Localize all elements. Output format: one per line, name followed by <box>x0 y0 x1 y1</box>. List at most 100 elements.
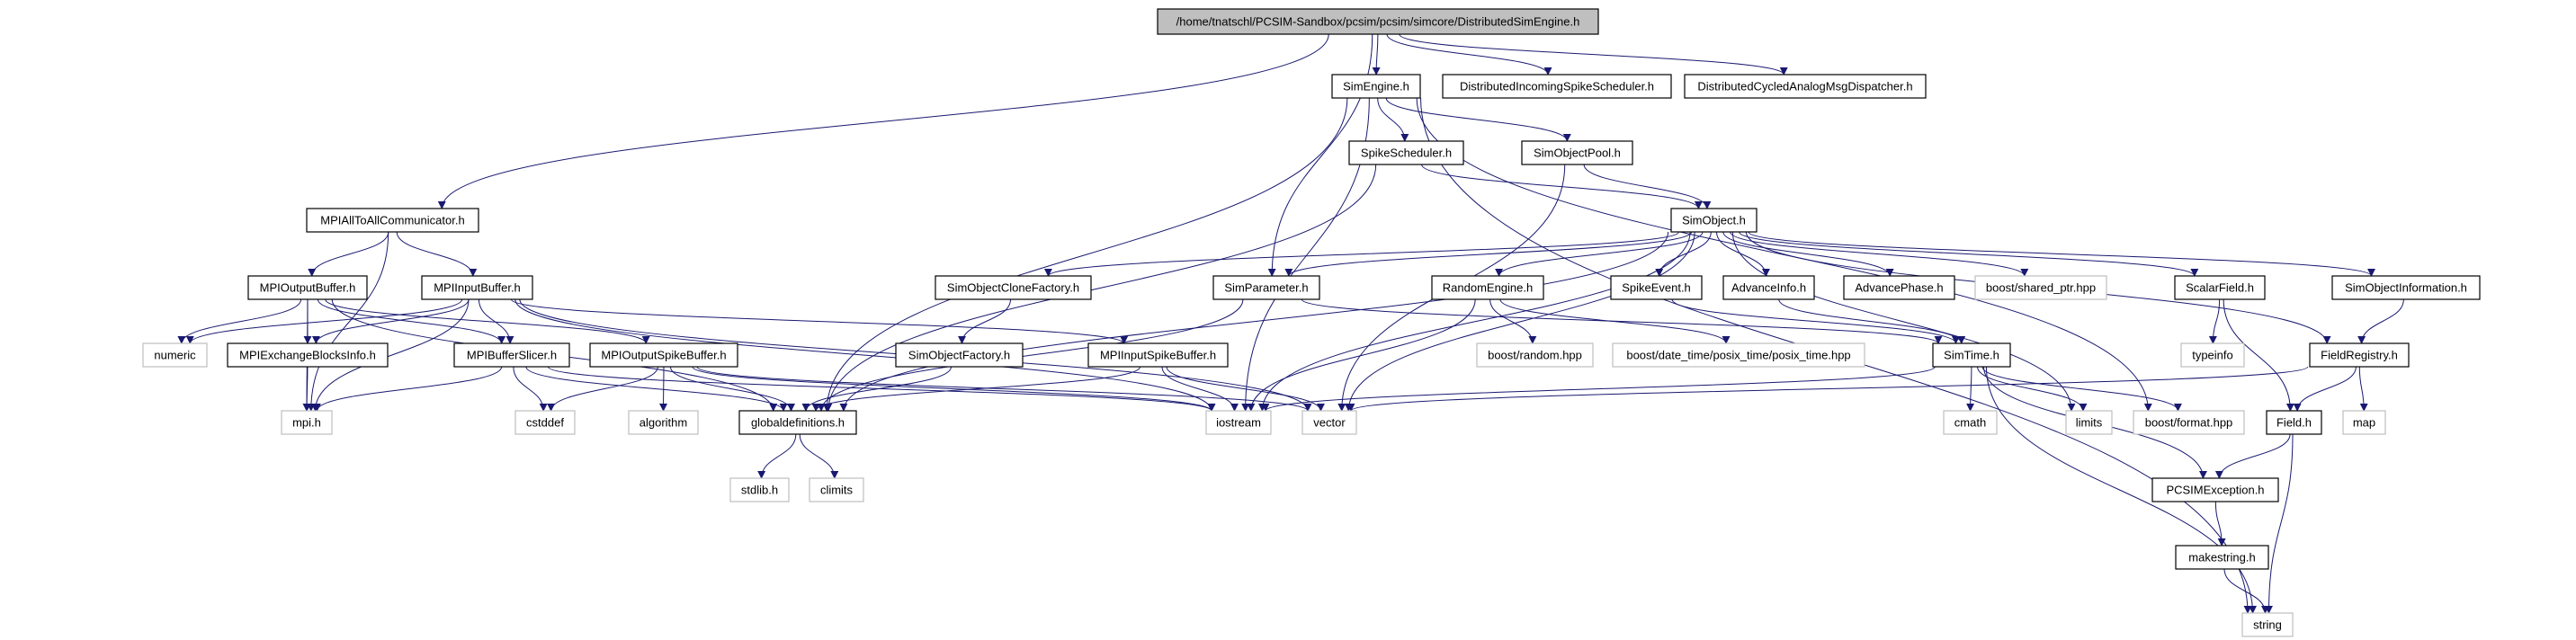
node-label: boost/date_time/posix_time/posix_time.hp… <box>1626 349 1850 362</box>
node-simobjectpool[interactable]: SimObjectPool.h <box>1521 140 1633 165</box>
node-box <box>2174 275 2266 300</box>
edge-simparameter-to-globaldefinitions <box>817 298 1244 412</box>
edge-root-to-distincoming <box>1386 33 1552 76</box>
node-box <box>227 342 389 368</box>
node-makestring[interactable]: makestring.h <box>2175 545 2269 570</box>
node-vector: vector <box>1301 410 1357 435</box>
node-simparameter[interactable]: SimParameter.h <box>1212 275 1320 300</box>
node-label: typeinfo <box>2192 349 2233 362</box>
node-box <box>281 410 333 435</box>
node-label: SimObjectCloneFactory.h <box>947 281 1079 295</box>
edge-simobject-to-simobjectclonefactory <box>1044 231 1680 277</box>
node-box <box>1301 410 1357 435</box>
edge-mpiinputbuffer-to-iostream <box>514 298 1216 412</box>
edge-spikescheduler-to-globaldefinitions <box>824 164 1377 412</box>
edge-simobjectpool-to-simobject <box>1583 164 1712 209</box>
edge-root-to-mpialltoall <box>437 33 1329 209</box>
edge-simobject-to-globaldefinitions <box>839 231 1669 412</box>
node-globaldefinitions[interactable]: globaldefinitions.h <box>738 410 857 435</box>
node-advancephase[interactable]: AdvancePhase.h <box>1843 275 1955 300</box>
edge-randomengine-to-posix-time <box>1499 298 1731 344</box>
edge-mpiinputspikebuffer-to-iostream <box>1161 366 1239 412</box>
node-advanceinfo[interactable]: AdvanceInfo.h <box>1722 275 1815 300</box>
node-box <box>1521 140 1633 165</box>
node-stdlib: stdlib.h <box>729 477 790 502</box>
node-mpialltoall[interactable]: MPIAllToAllCommunicator.h <box>306 208 479 233</box>
node-simobjectclonefactory[interactable]: SimObjectCloneFactory.h <box>935 275 1092 300</box>
node-label: stdlib.h <box>741 484 778 497</box>
edge-mpiinputbuffer-to-mpiinputspikebuffer <box>510 298 1128 344</box>
node-spikescheduler[interactable]: SpikeScheduler.h <box>1348 140 1464 165</box>
node-label: MPIAllToAllCommunicator.h <box>320 214 464 227</box>
edge-mpioutputbuffer-to-mpibufferslicer <box>317 298 506 344</box>
node-label: SimObject.h <box>1682 214 1746 227</box>
node-box <box>142 342 208 368</box>
node-mpiinputbuffer[interactable]: MPIInputBuffer.h <box>421 275 533 300</box>
edge-mpiinputbuffer-to-mpi <box>310 298 470 412</box>
node-label: SimObjectPool.h <box>1534 147 1621 160</box>
node-box <box>935 275 1092 300</box>
edge-simengine-to-spikescheduler <box>1377 97 1409 142</box>
edge-simtime-to-limits <box>1977 366 2088 412</box>
node-field[interactable]: Field.h <box>2266 410 2322 435</box>
node-box <box>2175 545 2269 570</box>
node-label: SimEngine.h <box>1343 80 1409 93</box>
edge-simobjectclonefactory-to-simobjectfactory <box>958 298 1011 344</box>
node-iostream: iostream <box>1205 410 1272 435</box>
edge-mpibufferslicer-to-globaldefinitions <box>525 366 788 412</box>
edge-simobject-to-limits <box>1731 231 2076 412</box>
node-shared-ptr: boost/shared_ptr.hpp <box>1974 275 2107 300</box>
node-simengine[interactable]: SimEngine.h <box>1331 74 1421 99</box>
node-label: MPIInputSpikeBuffer.h <box>1100 349 1216 362</box>
node-label: cmath <box>1954 416 1986 430</box>
node-simobjectfactory[interactable]: SimObjectFactory.h <box>895 342 1024 368</box>
node-label: /home/tnatschl/PCSIM-Sandbox/pcsim/pcsim… <box>1176 15 1580 29</box>
node-label: SpikeEvent.h <box>1622 281 1691 295</box>
nodes-layer: /home/tnatschl/PCSIM-Sandbox/pcsim/pcsim… <box>142 8 2481 637</box>
node-box <box>306 208 479 233</box>
node-mpiexchange[interactable]: MPIExchangeBlocksInfo.h <box>227 342 389 368</box>
edge-simengine-to-simobjectpool <box>1385 97 1571 142</box>
edge-mpialltoall-to-mpioutputbuffer <box>308 231 389 277</box>
node-mpibufferslicer[interactable]: MPIBufferSlicer.h <box>453 342 570 368</box>
node-box <box>1684 74 1927 99</box>
node-simobject[interactable]: SimObject.h <box>1670 208 1758 233</box>
node-simobjectinformation[interactable]: SimObjectInformation.h <box>2331 275 2481 300</box>
node-fieldregistry[interactable]: FieldRegistry.h <box>2309 342 2410 368</box>
node-root[interactable]: /home/tnatschl/PCSIM-Sandbox/pcsim/pcsim… <box>1157 8 1599 35</box>
node-box <box>2065 410 2113 435</box>
node-box <box>1932 342 2011 368</box>
edge-spikescheduler-to-simobject <box>1421 164 1703 209</box>
edge-mpialltoall-to-mpi <box>307 231 389 412</box>
node-box <box>2180 342 2245 368</box>
node-distincoming[interactable]: DistributedIncomingSpikeScheduler.h <box>1442 74 1672 99</box>
node-simtime[interactable]: SimTime.h <box>1932 342 2011 368</box>
node-mpioutputbuffer[interactable]: MPIOutputBuffer.h <box>247 275 368 300</box>
edge-mpiinputspikebuffer-to-globaldefinitions <box>811 366 1140 412</box>
node-box <box>1722 275 1815 300</box>
node-label: MPIInputBuffer.h <box>434 281 521 295</box>
node-label: MPIOutputSpikeBuffer.h <box>601 349 726 362</box>
node-label: SimObjectFactory.h <box>908 349 1010 362</box>
node-randomengine[interactable]: RandomEngine.h <box>1431 275 1544 300</box>
node-label: boost/format.hpp <box>2145 416 2233 430</box>
node-mpiinputspikebuffer[interactable]: MPIInputSpikeBuffer.h <box>1087 342 1229 368</box>
node-box <box>2241 612 2294 637</box>
node-pcsimexception[interactable]: PCSIMException.h <box>2151 477 2279 502</box>
edge-mpioutputspikebuffer-to-cstddef <box>547 366 658 412</box>
node-box <box>2133 410 2245 435</box>
node-distcycled[interactable]: DistributedCycledAnalogMsgDispatcher.h <box>1684 74 1927 99</box>
node-label: vector <box>1313 416 1346 430</box>
node-label: MPIBufferSlicer.h <box>467 349 557 362</box>
node-label: map <box>2353 416 2375 430</box>
edge-root-to-distcycled <box>1399 33 1788 76</box>
node-spikeevent[interactable]: SpikeEvent.h <box>1610 275 1703 300</box>
node-label: DistributedCycledAnalogMsgDispatcher.h <box>1697 80 1912 93</box>
node-scalarfield[interactable]: ScalarField.h <box>2174 275 2266 300</box>
node-label: ScalarField.h <box>2186 281 2254 295</box>
node-mpioutputspikebuffer[interactable]: MPIOutputSpikeBuffer.h <box>589 342 738 368</box>
node-box <box>1670 208 1758 233</box>
node-box <box>895 342 1024 368</box>
node-label: RandomEngine.h <box>1443 281 1533 295</box>
